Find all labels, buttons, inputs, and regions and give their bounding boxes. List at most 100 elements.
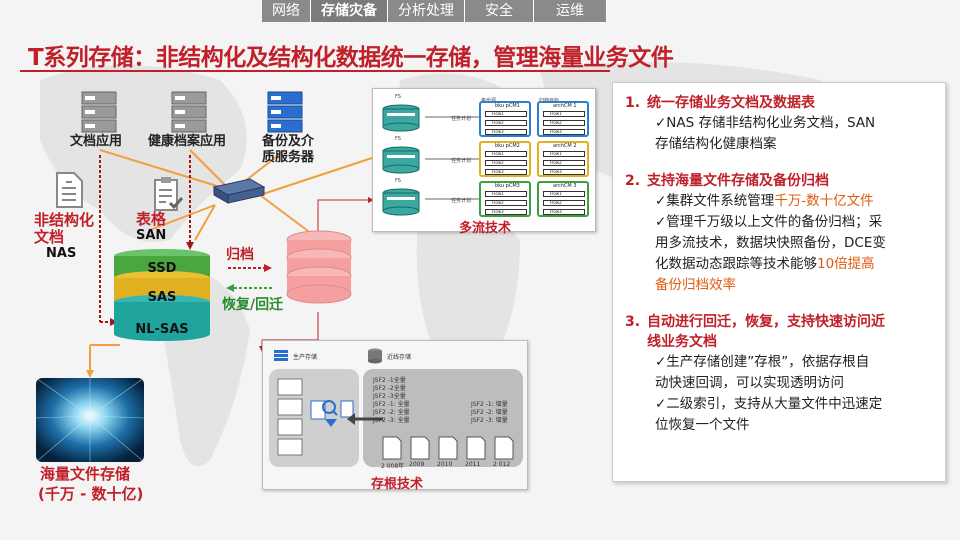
feature-2-line-1: ✓集群文件系统管理千万-数十亿文件 — [625, 191, 935, 212]
flow-item: Flow1 — [543, 111, 585, 117]
feature-2-line-4-text: 化数据动态跟踪等技术能够 — [655, 256, 817, 272]
feature-2-line-4: 化数据动态跟踪等技术能够10倍提高 — [625, 254, 935, 275]
stub-file-label: JSF2 -1: 增量 — [471, 401, 508, 408]
flow-item: Flow2 — [543, 120, 585, 126]
stub-year-label: 2 012 — [493, 461, 511, 468]
feature-2-line-5: 备份归档效率 — [625, 275, 935, 296]
feature-item-3: 3.自动进行回迁，恢复，支持快速访问近 线业务文档 ✓生产存储创建”存根”，依据… — [625, 312, 935, 436]
stub-file-label: JSF2 -1: 全量 — [373, 401, 410, 408]
stub-file-label: JSF2 -2: 全量 — [373, 409, 410, 416]
flow-item: Flow1 — [543, 151, 585, 157]
stream-box-title: archCM 3 — [553, 183, 577, 189]
stream-box-title: archCM 2 — [553, 143, 577, 149]
prod-storage-icon — [274, 350, 288, 361]
flow-item: Flow3 — [543, 209, 585, 215]
tab-storage-dr[interactable]: 存储灾备 — [311, 0, 388, 22]
flow-item: Flow3 — [543, 169, 585, 175]
top-nav: 网络 存储灾备 分析处理 安全 运维 — [262, 0, 607, 22]
nearline-storage-label: 近线存储 — [387, 354, 412, 361]
fs-label-2: FS — [395, 136, 401, 142]
feature-2-line-2: ✓管理千万级以上文件的备份归档；采 — [655, 214, 883, 230]
stub-file-label: JSF2 -1全量 — [373, 377, 406, 384]
document-icon — [56, 172, 83, 208]
flow-item: Flow1 — [485, 111, 527, 117]
flow-item: Flow3 — [485, 169, 527, 175]
flow-item: Flow1 — [543, 191, 585, 197]
stream-box-title: bku pCM3 — [495, 183, 520, 189]
switch-icon — [212, 178, 266, 204]
tier-ssd: SSD — [147, 261, 177, 276]
flow-item: Flow1 — [485, 151, 527, 157]
server-icon-backup — [267, 91, 303, 133]
server-icon-health-app — [171, 91, 207, 133]
stub-year-label: 2009 — [409, 461, 425, 468]
feature-3-number: 3. — [625, 314, 641, 330]
table-label: 表格 — [136, 210, 167, 228]
task-label-1: 任务计划 — [451, 116, 472, 122]
nas-label: NAS — [46, 246, 77, 261]
stream-box-title: archCM 1 — [553, 103, 577, 109]
unstructured-label-1: 非结构化 — [34, 211, 95, 229]
page-title: T系列存储：非结构化及结构化数据统一存储，管理海量业务文件 — [28, 45, 674, 71]
stream-box-title: bku pCM1 — [495, 103, 520, 109]
tab-security[interactable]: 安全 — [465, 0, 534, 22]
mass-storage-label-1: 海量文件存储 — [40, 465, 131, 483]
feature-item-2: 2.支持海量文件存储及备份归档 ✓集群文件系统管理千万-数十亿文件 ✓管理千万级… — [625, 171, 935, 296]
fs-label-3: FS — [395, 178, 401, 184]
title-bar: T系列存储：非结构化及结构化数据统一存储，管理海量业务文件 — [0, 36, 820, 71]
feature-3-heading: 自动进行回迁，恢复，支持快速访问近 — [647, 314, 885, 330]
server-icon-doc-app — [81, 91, 117, 133]
task-label-2: 任务计划 — [451, 158, 472, 164]
flow-item: Flow2 — [543, 200, 585, 206]
flow-item: Flow2 — [485, 200, 527, 206]
multistream-caption: 多流技术 — [459, 221, 512, 236]
stub-file-icons — [382, 436, 514, 460]
stub-file-label: JSF2 -2全量 — [373, 385, 406, 392]
tab-network[interactable]: 网络 — [262, 0, 311, 22]
feature-3-line-2: 动快速回调，可以实现透明访问 — [655, 375, 844, 391]
feature-2-line-5-text: 备份归档效率 — [655, 277, 736, 293]
prod-storage-label: 生产存储 — [293, 354, 318, 361]
flow-item: Flow3 — [543, 129, 585, 135]
tab-ops[interactable]: 运维 — [534, 0, 607, 22]
unstructured-label-2: 文档 — [34, 228, 65, 246]
restore-label: 恢复/回迁 — [222, 297, 284, 313]
stub-file-label: JSF2 -3: 全量 — [373, 417, 410, 424]
task-label-3: 任务计划 — [451, 198, 472, 204]
feature-1-line-2: 存储结构化健康档案 — [655, 136, 777, 152]
data-tunnel-image — [36, 378, 144, 462]
title-underline — [20, 70, 610, 72]
stub-year-label: 2011 — [465, 461, 481, 468]
fs-disks — [382, 104, 420, 216]
feature-item-1: 1. 统一存储业务文档及数据表 ✓NAS 存储非结构化业务文档，SAN 存储结构化… — [625, 93, 935, 155]
feature-2-line-3: 用多流技术，数据块快照备份，DCE变 — [655, 235, 886, 251]
search-recall-icon — [310, 400, 354, 427]
feature-3-heading-2: 线业务文档 — [647, 334, 717, 350]
feature-2-highlight-2: 10倍提高 — [817, 256, 875, 272]
nearline-storage-icon — [368, 348, 382, 364]
fs-label-1: FS — [395, 94, 401, 100]
feature-1-number: 1. — [625, 95, 641, 111]
stub-file-label: JSF2 -2: 增量 — [471, 409, 508, 416]
feature-1-line-1: ✓NAS 存储非结构化业务文档，SAN — [655, 115, 876, 131]
flow-item: Flow2 — [485, 160, 527, 166]
backup-server-label-2: 质服务器 — [262, 150, 315, 165]
recall-arrow — [347, 413, 383, 425]
feature-list-panel: 1. 统一存储业务文档及数据表 ✓NAS 存储非结构化业务文档，SAN 存储结构化… — [612, 82, 946, 482]
tab-analysis[interactable]: 分析处理 — [388, 0, 465, 22]
mass-storage-label-2: (千万 - 数十亿) — [38, 485, 144, 503]
feature-1-heading: 统一存储业务文档及数据表 — [647, 95, 815, 111]
storage-tier-cylinders — [114, 249, 210, 341]
stub-file-label: JSF2 -3全量 — [373, 393, 406, 400]
archive-storage-icon — [286, 230, 352, 304]
stub-year-label: 2 008年 — [381, 463, 405, 470]
feature-2-heading: 支持海量文件存储及备份归档 — [647, 173, 829, 189]
feature-3-line-4: 位恢复一个文件 — [655, 417, 750, 433]
doc-app-label: 文档应用 — [70, 134, 123, 149]
